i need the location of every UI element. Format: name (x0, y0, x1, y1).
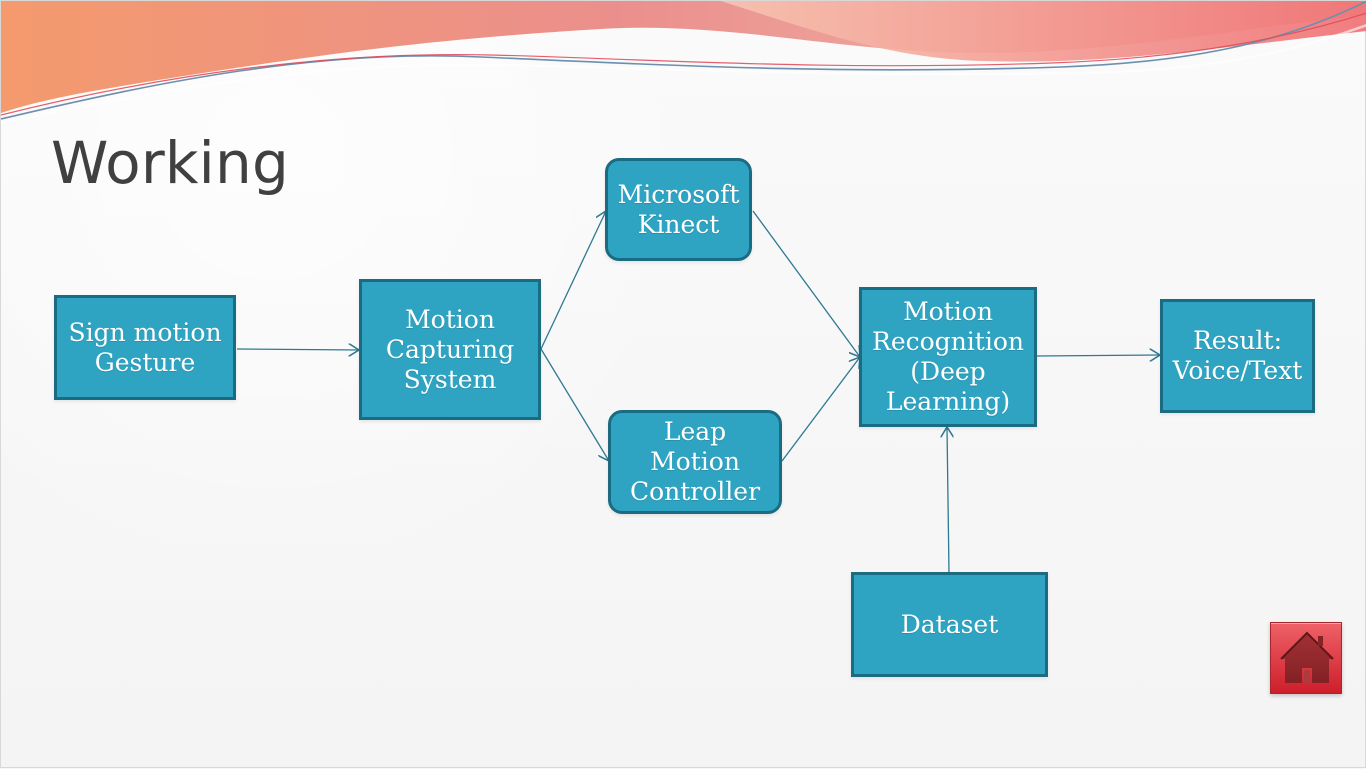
connector-sign-to-capture (236, 349, 359, 350)
node-dataset: Dataset (851, 572, 1048, 677)
connector-dataset-to-recognition (947, 427, 949, 574)
home-icon (1280, 631, 1334, 683)
connector-capture-to-leap (540, 348, 609, 461)
home-button[interactable] (1270, 622, 1342, 694)
node-leap-motion-controller: Leap Motion Controller (608, 410, 782, 514)
connector-kinect-to-recognition (752, 210, 860, 357)
top-decoration (1, 1, 1366, 125)
slide-title: Working (51, 129, 289, 197)
node-result: Result: Voice/Text (1160, 299, 1315, 413)
node-motion-recognition: Motion Recognition (Deep Learning) (859, 287, 1037, 427)
connector-leap-to-recognition (781, 357, 860, 462)
node-motion-capturing-system: Motion Capturing System (359, 279, 541, 420)
connector-recognition-to-result (1036, 355, 1160, 356)
node-microsoft-kinect: Microsoft Kinect (605, 158, 752, 261)
node-sign-motion-gesture: Sign motion Gesture (54, 295, 236, 400)
connector-capture-to-kinect (540, 211, 606, 350)
